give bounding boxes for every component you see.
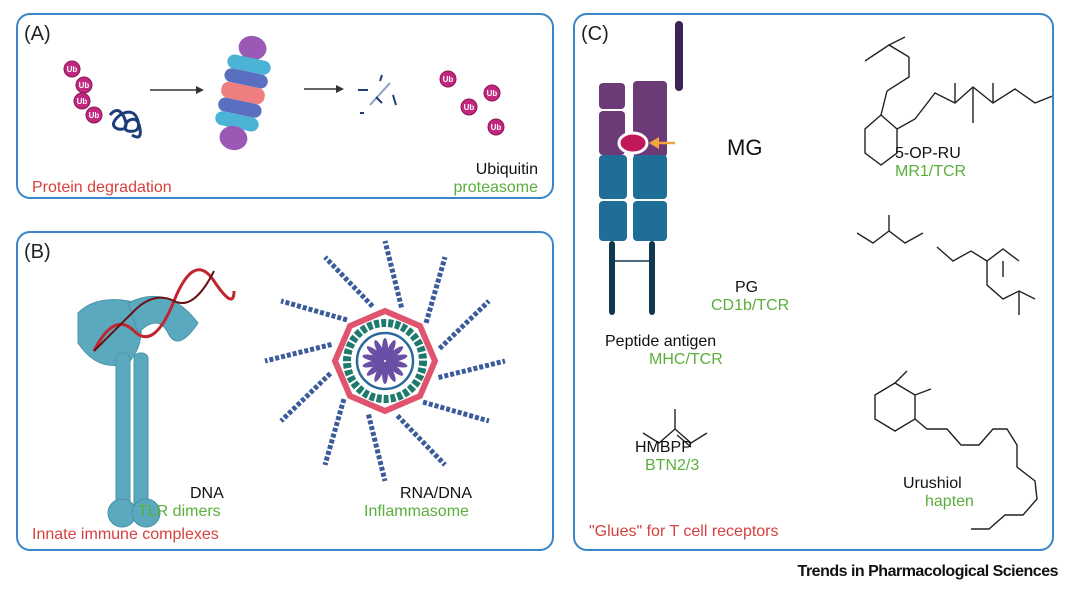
inflammasome-filament <box>264 342 333 364</box>
molecular-glue <box>617 131 649 155</box>
inflammasome-filament <box>366 413 388 482</box>
panel-label: (B) <box>24 241 51 263</box>
tlr-dimer <box>77 295 199 528</box>
panel-label: (A) <box>24 23 51 45</box>
inflammasome-filament <box>323 255 375 309</box>
inflammasome-filament <box>423 256 448 324</box>
inflammasome-core-petal <box>366 361 385 376</box>
inflammasome-filament <box>382 240 404 309</box>
structure-5-op-ru <box>864 36 1052 166</box>
innate-immune-illustration <box>77 240 506 528</box>
inflammasome-core-petal <box>385 359 408 368</box>
urushiol-name: Urushiol <box>903 475 962 492</box>
ub-label: Ub <box>443 75 454 84</box>
opru-name: 5-OP-RU <box>895 145 961 162</box>
inflammasome-core-petal <box>374 361 386 382</box>
category-label: Protein degradation <box>32 179 172 196</box>
mg-label: MG <box>727 135 763 160</box>
tlr-label: TLR dimers <box>138 503 221 520</box>
pg-name: PG <box>735 279 759 296</box>
inflammasome-core-petal <box>366 346 385 361</box>
inflammasome-filament <box>322 398 347 466</box>
tcr-glue-illustration <box>599 21 1052 530</box>
structure-urushiol <box>874 370 1038 530</box>
inflammasome-core-petal <box>374 340 386 361</box>
mhc-tcr-complex <box>599 21 683 315</box>
inflammasome-filament <box>422 399 490 424</box>
inflammasome-filament <box>395 413 447 467</box>
ub-label: Ub <box>464 103 475 112</box>
journal-footer: Trends in Pharmacological Sciences <box>797 563 1059 580</box>
inflammasome-core-petal <box>385 346 404 361</box>
ub-label: Ub <box>491 123 502 132</box>
category-label: Innate immune complexes <box>32 526 219 543</box>
urushiol-receptor: hapten <box>925 493 974 510</box>
structure-pg <box>856 215 1036 315</box>
hmbpp-receptor: BTN2/3 <box>645 457 700 474</box>
panel-label: (C) <box>581 23 609 45</box>
structure-hmbpp <box>642 409 708 448</box>
ub-label: Ub <box>79 81 90 90</box>
inflammasome-filament <box>437 358 506 380</box>
unfolded-protein <box>108 109 142 139</box>
category-label: "Glues" for T cell receptors <box>589 523 779 540</box>
ub-label: Ub <box>77 97 88 106</box>
peptide-receptor: MHC/TCR <box>649 351 723 368</box>
peptide-name: Peptide antigen <box>605 333 717 350</box>
inflammasome-core-petal <box>362 354 385 363</box>
proteasome <box>215 35 271 151</box>
product-name: Ubiquitin <box>475 161 538 178</box>
dna-label: DNA <box>190 485 224 502</box>
inflammasome-filament <box>280 298 348 323</box>
rna-dna-label: RNA/DNA <box>400 485 473 502</box>
inflammasome <box>264 240 506 482</box>
opru-receptor: MR1/TCR <box>895 163 967 180</box>
panel-innate-immune: (B) DNA TLR dimers RNA/DNA Inflammasome … <box>16 231 554 551</box>
ub-label: Ub <box>89 111 100 120</box>
pg-receptor: CD1b/TCR <box>711 297 790 314</box>
panel-tcr-glues: (C) <box>573 13 1054 551</box>
inflammasome-core-petal <box>385 361 404 376</box>
inflammasome-core-petal <box>384 340 396 361</box>
peptide-fragments <box>358 74 397 114</box>
inflammasome-filament <box>279 371 333 423</box>
inflammasome-label: Inflammasome <box>364 503 469 520</box>
ub-label: Ub <box>67 65 78 74</box>
inflammasome-filament <box>437 299 491 351</box>
ub-label: Ub <box>487 89 498 98</box>
product-mechanism: proteasome <box>453 179 539 196</box>
hmbpp-name: HMBPP <box>635 439 692 456</box>
